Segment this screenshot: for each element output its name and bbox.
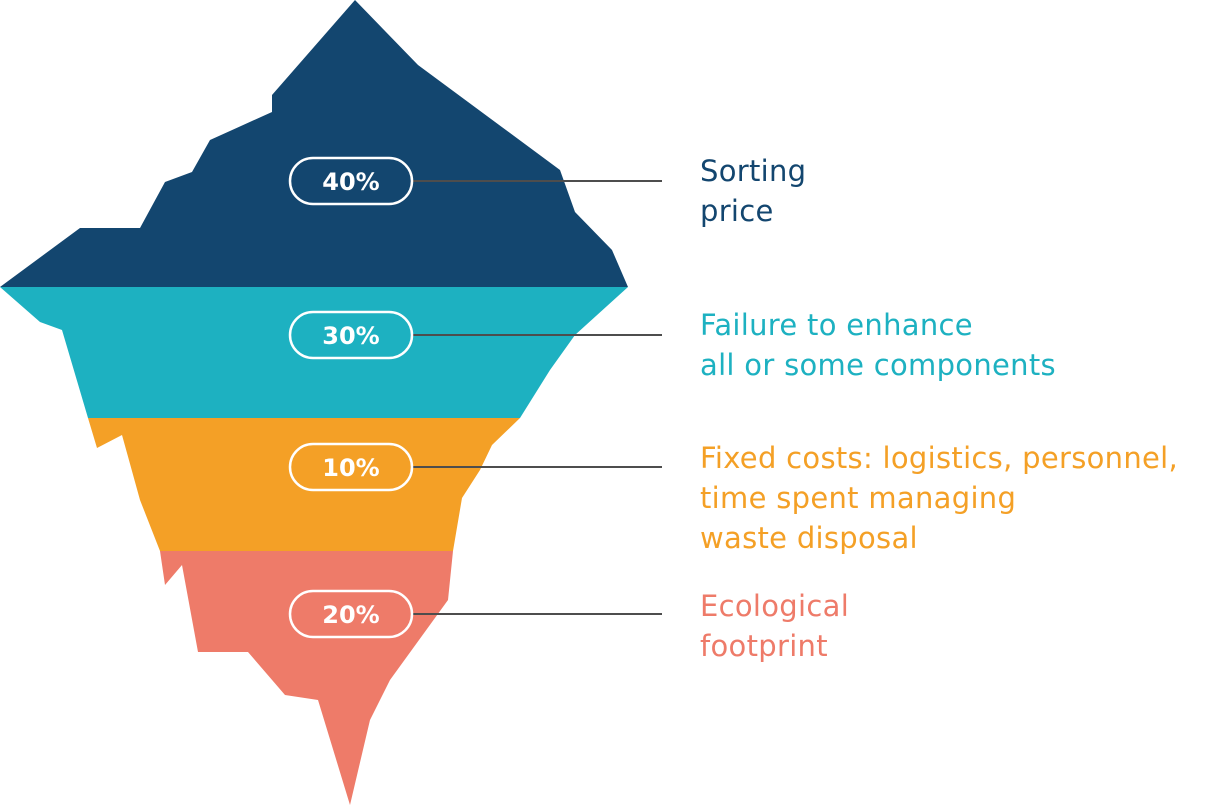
layer-label-2-line-2: all or some components (700, 348, 1056, 382)
iceberg-layer-2 (0, 287, 628, 418)
layer-label-1-line-1: Sorting (700, 154, 807, 188)
layer-label-3: Fixed costs: logistics, personnel, time … (700, 438, 1178, 558)
percent-pill-4: 20% (288, 589, 414, 639)
layer-label-4-line-1: Ecological (700, 589, 850, 623)
layer-label-2-line-1: Failure to enhance (700, 308, 973, 342)
percent-label-3: 10% (322, 454, 379, 482)
layer-label-3-line-1: Fixed costs: logistics, personnel, (700, 441, 1179, 475)
layer-label-2: Failure to enhance all or some component… (700, 305, 1056, 385)
percent-label-2: 30% (322, 322, 379, 350)
layer-label-1-line-2: price (700, 194, 774, 228)
percent-pill-3: 10% (288, 442, 414, 492)
iceberg-layer-1 (0, 0, 628, 287)
layer-label-4: Ecological footprint (700, 586, 849, 666)
percent-pill-2: 30% (288, 310, 414, 360)
layer-label-4-line-2: footprint (700, 629, 828, 663)
iceberg-layer-4 (160, 551, 453, 805)
percent-label-1: 40% (322, 168, 379, 196)
percent-label-4: 20% (322, 601, 379, 629)
layer-label-3-line-2: time spent managing (700, 481, 1017, 515)
percent-pill-1: 40% (288, 156, 414, 206)
iceberg-layer-3 (88, 418, 520, 551)
layer-label-1: Sorting price (700, 151, 806, 231)
layer-label-3-line-3: waste disposal (700, 521, 918, 555)
